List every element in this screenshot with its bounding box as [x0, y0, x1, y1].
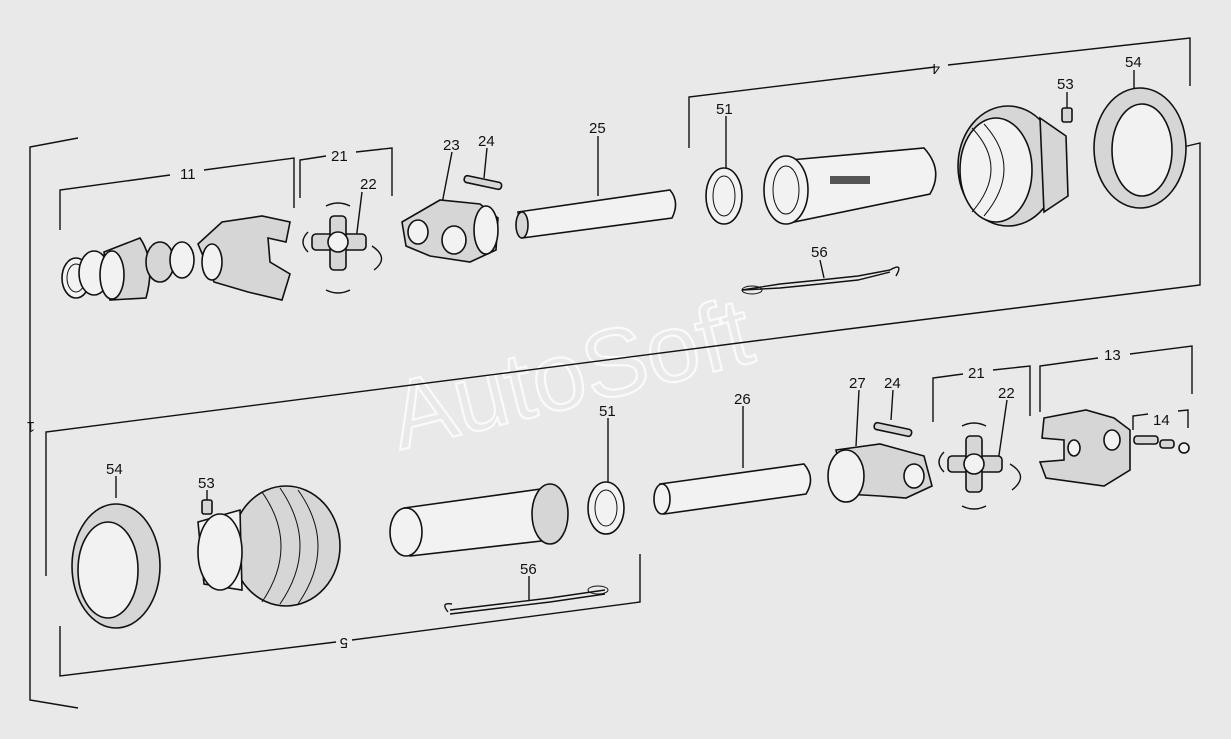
part-21-cross-joint-top [302, 202, 383, 294]
callout-13: 13 [1104, 347, 1121, 364]
callout-53-bottom: 53 [198, 475, 215, 492]
part-bellows-guard-bottom [197, 485, 341, 607]
part-11-yoke-assembly [61, 215, 291, 301]
callout-56-top: 56 [811, 244, 828, 261]
part-5-outer-guard-tube-bottom [389, 483, 569, 557]
part-56-chain-top [741, 266, 900, 295]
callout-22-bottom: 22 [998, 385, 1015, 402]
part-54-cover-top [1093, 87, 1187, 209]
callout-51-bottom: 51 [599, 403, 616, 420]
part-25-inner-tube [515, 189, 677, 239]
part-13-yoke-assembly [1038, 409, 1131, 487]
part-27-yoke [827, 443, 933, 503]
callout-11: 11 [180, 166, 196, 183]
callout-54-top: 54 [1125, 54, 1142, 71]
callout-24-bottom: 24 [884, 375, 901, 392]
callout-4: 4 [932, 60, 940, 77]
callout-5: 5 [340, 634, 348, 651]
callout-51-top: 51 [716, 101, 733, 118]
part-21-cross-joint-bottom [938, 422, 1022, 510]
callout-25: 25 [589, 120, 606, 137]
callout-54-bottom: 54 [106, 461, 123, 478]
part-24-pin-bottom [873, 421, 913, 438]
part-24-pin-top [463, 174, 503, 191]
part-51-bearing-ring-bottom [587, 481, 625, 535]
callout-21-top: 21 [331, 148, 348, 165]
part-26-inner-tube [653, 463, 812, 515]
callout-24-top: 24 [478, 133, 495, 150]
watermark-text: AutoSoft [379, 277, 762, 470]
callout-23: 23 [443, 137, 460, 154]
part-51-bearing-ring-top [705, 167, 743, 225]
part-14-lubrication-nipple [1133, 435, 1190, 454]
part-56-chain-bottom [444, 585, 609, 615]
callout-labels: 11 21 22 23 24 25 51 56 53 54 4 1 54 53 … [27, 54, 1170, 651]
callout-53-top: 53 [1057, 76, 1074, 93]
part-4-outer-guard-tube [763, 147, 937, 225]
part-53-screw-top [1061, 107, 1073, 123]
callout-26: 26 [734, 391, 751, 408]
part-bellows-guard-top [957, 105, 1069, 227]
callout-1: 1 [27, 418, 35, 435]
callout-14: 14 [1153, 412, 1170, 429]
callout-21-bottom: 21 [968, 365, 985, 382]
bracket-lines [29, 37, 1201, 709]
callout-22-top: 22 [360, 176, 377, 193]
callout-56-bottom: 56 [520, 561, 537, 578]
part-54-cover-bottom [71, 503, 161, 629]
callout-27: 27 [849, 375, 866, 392]
part-23-yoke [401, 199, 499, 263]
part-53-screw-bottom [201, 499, 213, 515]
